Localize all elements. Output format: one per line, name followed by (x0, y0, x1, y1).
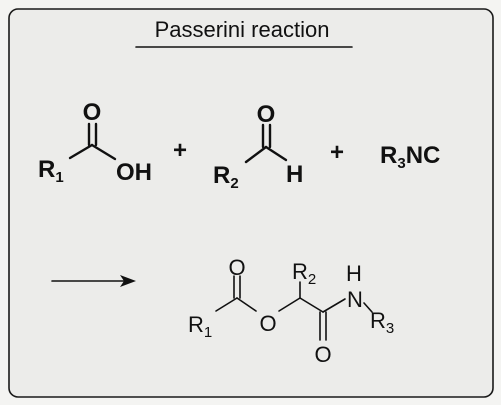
ald-carbonyl-oxygen: O (257, 101, 276, 128)
ald-r-letter: R (213, 162, 230, 189)
aldehyde: O R2 H (213, 101, 303, 192)
acid-carbonyl-oxygen: O (83, 99, 102, 126)
acid-r1-label: R1 (38, 156, 64, 186)
ald-r2-label: R2 (213, 162, 239, 192)
prod-r3-label: R3 (370, 308, 394, 337)
ald-hydrogen: H (286, 161, 303, 188)
iso-r-letter: R (380, 142, 397, 169)
ald-r-subscript: 2 (230, 175, 238, 192)
iso-r-subscript: 3 (397, 155, 405, 172)
prod-amide-hydrogen: H (346, 261, 362, 286)
prod-r1-subscript: 1 (204, 324, 212, 341)
arrow-head (120, 275, 136, 287)
iso-nc: NC (406, 142, 441, 169)
prod-r1-label: R1 (188, 312, 212, 341)
acid-r-letter: R (38, 156, 55, 183)
scheme-frame (8, 8, 494, 398)
prod-r2-subscript: 2 (308, 271, 316, 288)
plus-sign-2: + (330, 139, 344, 166)
prod-o-ch-bond (278, 297, 301, 312)
prod-r1-letter: R (188, 312, 204, 337)
isocyanide-formula: R3NC (380, 142, 440, 172)
prod-n-r3-bond (363, 302, 373, 313)
prod-ch-camide-bond (299, 297, 324, 313)
prod-r3-letter: R (370, 308, 386, 333)
reaction-arrow (51, 275, 136, 287)
ald-ch-bond (264, 145, 288, 162)
prod-ester-carbonyl-oxygen: O (228, 255, 245, 280)
prod-amide-nitrogen: N (347, 287, 363, 312)
carboxylic-acid: O R1 OH (38, 99, 152, 186)
scheme-title: Passerini reaction (155, 17, 330, 42)
prod-ester-oxygen: O (259, 311, 276, 336)
passerini-product: O R1 O R2 H N R3 O (188, 255, 394, 367)
prod-amide-carbonyl-oxygen: O (314, 342, 331, 367)
prod-r3-subscript: 3 (386, 320, 394, 337)
prod-c-n-bond (322, 298, 346, 313)
acid-c-oh-bond (90, 143, 117, 161)
prod-r2-label: R2 (292, 259, 316, 288)
plus-sign-1: + (173, 137, 187, 164)
ald-r2-bond (244, 145, 268, 164)
prod-c-o-bond (236, 297, 257, 312)
acid-r1-bond (68, 143, 94, 160)
prod-r2-letter: R (292, 259, 308, 284)
acid-r-subscript: 1 (55, 169, 63, 186)
acid-hydroxyl: OH (116, 159, 152, 186)
prod-r1-bond (215, 297, 238, 312)
